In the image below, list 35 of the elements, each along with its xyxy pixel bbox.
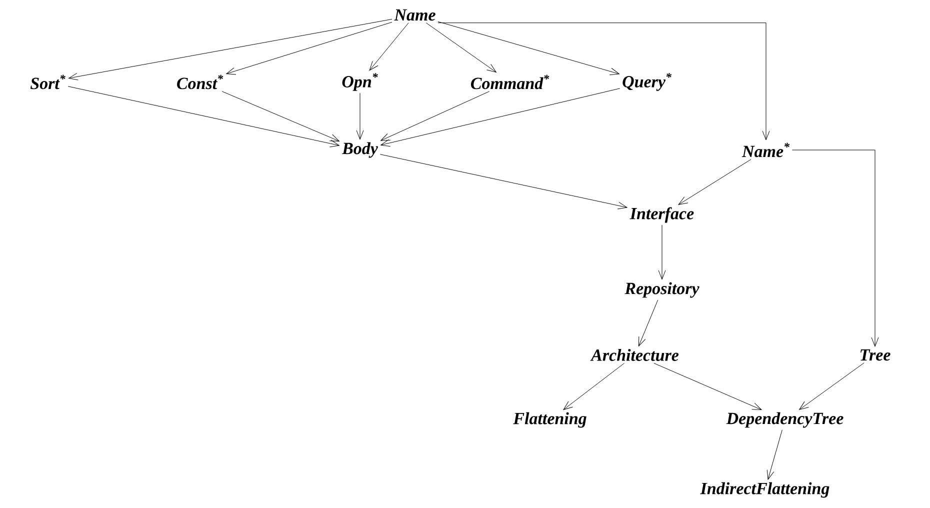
arrow: [438, 22, 770, 140]
node-label: IndirectFlattening: [700, 482, 830, 498]
arrow: [654, 362, 762, 410]
node-label: Query$^{*}$: [622, 73, 672, 91]
node-label: Flattening: [513, 412, 586, 428]
node-label: Const$^{*}$: [177, 74, 224, 90]
node-label: Name$^{*}$: [742, 142, 790, 158]
node-label: Body: [342, 142, 378, 158]
arrow: [380, 154, 628, 210]
arrow: [68, 86, 340, 148]
arrow: [563, 362, 625, 410]
arrow: [369, 22, 409, 71]
arrow: [792, 150, 879, 347]
arrow: [766, 430, 782, 480]
arrow: [222, 91, 340, 142]
arrow: [438, 21, 620, 76]
node-label: Repository: [624, 282, 700, 298]
arrow: [380, 91, 490, 141]
arrow: [68, 18, 392, 80]
arrow: [356, 92, 364, 140]
node-label: Tree: [860, 349, 890, 361]
node-label: Command$^{*}$: [471, 74, 550, 90]
arrow: [226, 22, 392, 75]
node-label: Interface: [630, 207, 694, 223]
arrow: [799, 362, 864, 410]
arrow: [426, 22, 496, 72]
arrow: [380, 88, 620, 147]
arrow: [678, 159, 752, 205]
node-label: DependencyTree: [726, 412, 844, 428]
node-label: Opn$^{*}$: [342, 73, 378, 91]
node-label: Sort$^{*}$: [30, 74, 66, 90]
arrow: [638, 300, 658, 346]
node-label: Architecture: [590, 349, 679, 361]
node-label: Name: [394, 9, 436, 21]
arrow: [658, 224, 666, 280]
